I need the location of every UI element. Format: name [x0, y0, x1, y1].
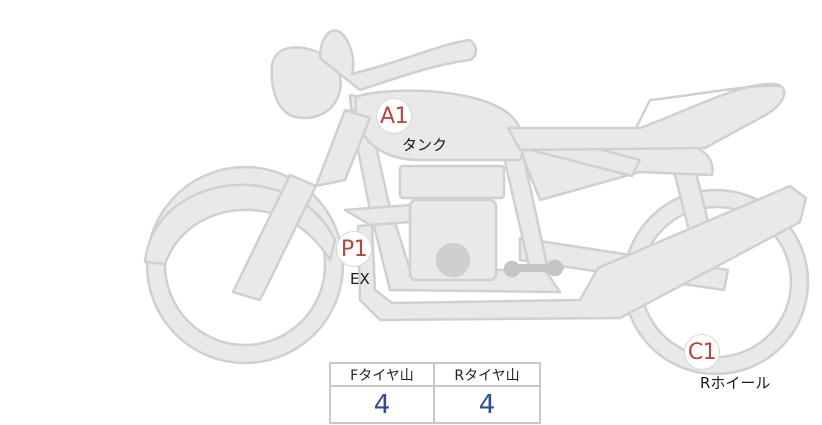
label-tank: タンク — [402, 136, 448, 154]
marker-c1-code: C1 — [687, 339, 717, 365]
headlight — [270, 46, 342, 120]
seat — [506, 82, 786, 152]
tire-tread-table: Fタイヤ山 Rタイヤ山 4 4 — [329, 362, 541, 424]
marker-c1[interactable]: C1 — [684, 334, 720, 370]
value-front-tread: 4 — [331, 387, 435, 422]
header-front-tread: Fタイヤ山 — [331, 364, 435, 387]
label-rear-wheel: Rホイール — [700, 374, 771, 392]
exhaust-pipe — [343, 184, 808, 322]
engine-block — [408, 198, 498, 282]
value-rear-tread: 4 — [478, 389, 496, 420]
marker-a1-code: A1 — [379, 103, 409, 129]
engine-head — [398, 164, 506, 200]
handlebar — [318, 29, 478, 92]
marker-a1[interactable]: A1 — [376, 98, 412, 134]
label-exhaust: EX — [350, 270, 370, 288]
header-rear-tread: Rタイヤ山 — [435, 364, 539, 387]
marker-p1[interactable]: P1 — [336, 231, 372, 267]
marker-p1-code: P1 — [340, 236, 368, 262]
front-fork — [231, 173, 318, 302]
